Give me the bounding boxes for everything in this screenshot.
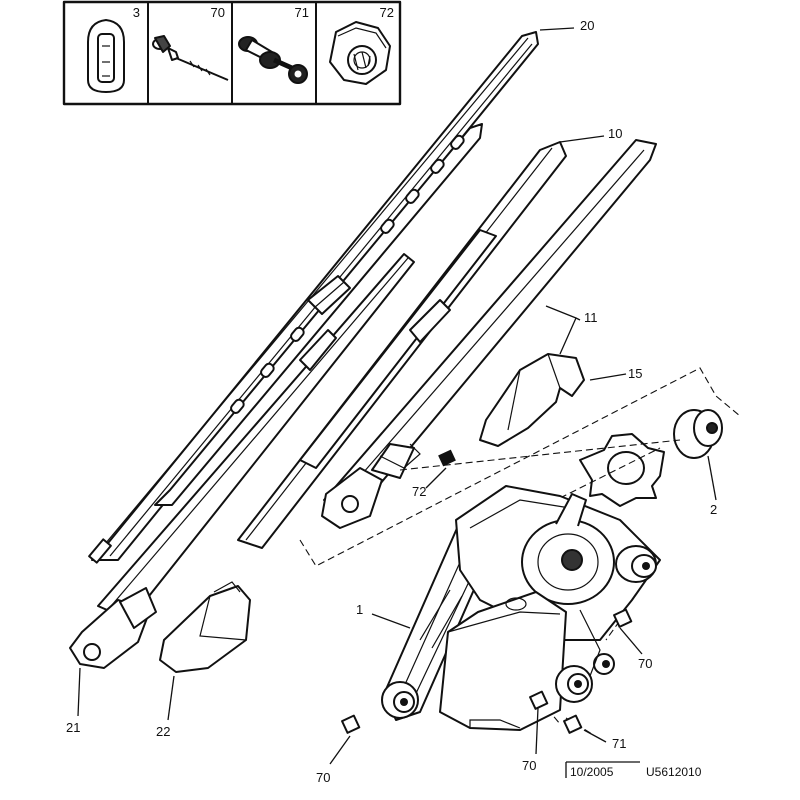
grommet-2 [673,409,723,459]
screw-part-icon [152,35,229,81]
diagram-footer: 10/2005 U5612010 [565,761,702,779]
mount-bush [615,545,657,583]
callout-21: 21 [66,720,80,735]
callout-15: 15 [628,366,642,381]
callout-2: 2 [710,502,717,517]
footer-reference: U5612010 [646,765,702,779]
bolt-part-icon [238,36,308,84]
callout-70-left: 70 [316,770,330,785]
callout-1: 1 [356,602,363,617]
wiper-motor-assembly-1 [381,485,661,731]
hex-nut-part-icon [329,21,391,85]
parts-header-strip: 3 70 71 72 [62,0,402,106]
header-ref-3: 3 [133,5,140,20]
callout-leaders [77,27,717,765]
nut-72-marker [438,449,456,467]
callout-72: 72 [412,484,426,499]
callout-70-bottom: 70 [522,758,536,773]
callout-22: 22 [156,724,170,739]
arm-cap-22 [159,581,251,673]
mount-bush [555,665,593,703]
wiper-blade-20 [88,31,539,564]
seal-gasket [579,433,665,507]
mount-bush [381,681,419,719]
callout-70-right: 70 [638,656,652,671]
callout-10: 10 [608,126,622,141]
footer-date: 10/2005 [570,765,614,779]
header-ref-70: 70 [211,5,225,20]
wiper-blade-10 [237,141,567,549]
cover-cap-15 [479,353,585,447]
callout-20: 20 [580,18,594,33]
wiper-arm-21 [69,253,415,669]
hardware-markers [341,608,633,734]
header-ref-71: 71 [295,5,309,20]
blade-slot-holes [230,134,465,414]
callout-71: 71 [612,736,626,751]
callout-11: 11 [584,310,598,325]
header-ref-72: 72 [380,5,394,20]
clip-part-icon [87,19,125,93]
